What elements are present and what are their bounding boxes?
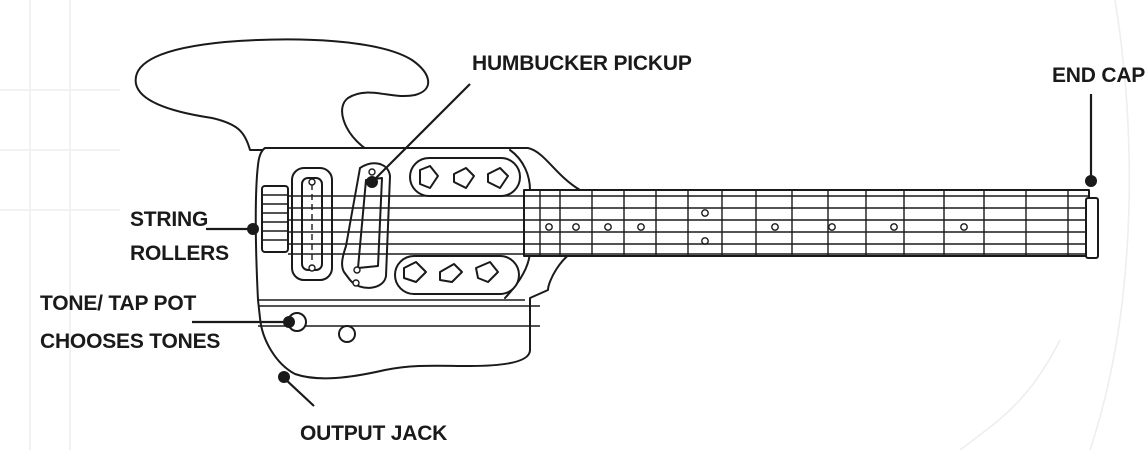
humbucker-pickup: [341, 162, 391, 289]
bridge-pickup: [291, 167, 333, 281]
label-end-cap: END CAP: [1052, 64, 1145, 87]
frets: [539, 190, 1069, 256]
leader-lines: [192, 83, 1097, 407]
labels: HUMBUCKER PICKUP END CAP STRING ROLLERS …: [40, 52, 1146, 445]
neck: [523, 189, 1090, 257]
label-tone-pot-line1: TONE/ TAP POT: [40, 292, 196, 315]
label-string-rollers-line1: STRING: [130, 208, 208, 231]
label-humbucker-pickup: HUMBUCKER PICKUP: [472, 52, 692, 75]
string-rollers: [261, 185, 289, 253]
lower-controls: [394, 255, 520, 295]
strings: [288, 195, 1088, 255]
label-tone-pot-line2: CHOOSES TONES: [40, 330, 220, 353]
label-output-jack: OUTPUT JACK: [300, 422, 447, 445]
leader-output-jack: [283, 377, 315, 407]
body-upper-horn: [134, 38, 430, 153]
end-cap: [1085, 197, 1099, 259]
label-string-rollers-line2: ROLLERS: [130, 242, 229, 265]
fret-markers: [545, 209, 968, 245]
leader-humbucker: [371, 83, 471, 183]
upper-controls: [409, 157, 521, 197]
